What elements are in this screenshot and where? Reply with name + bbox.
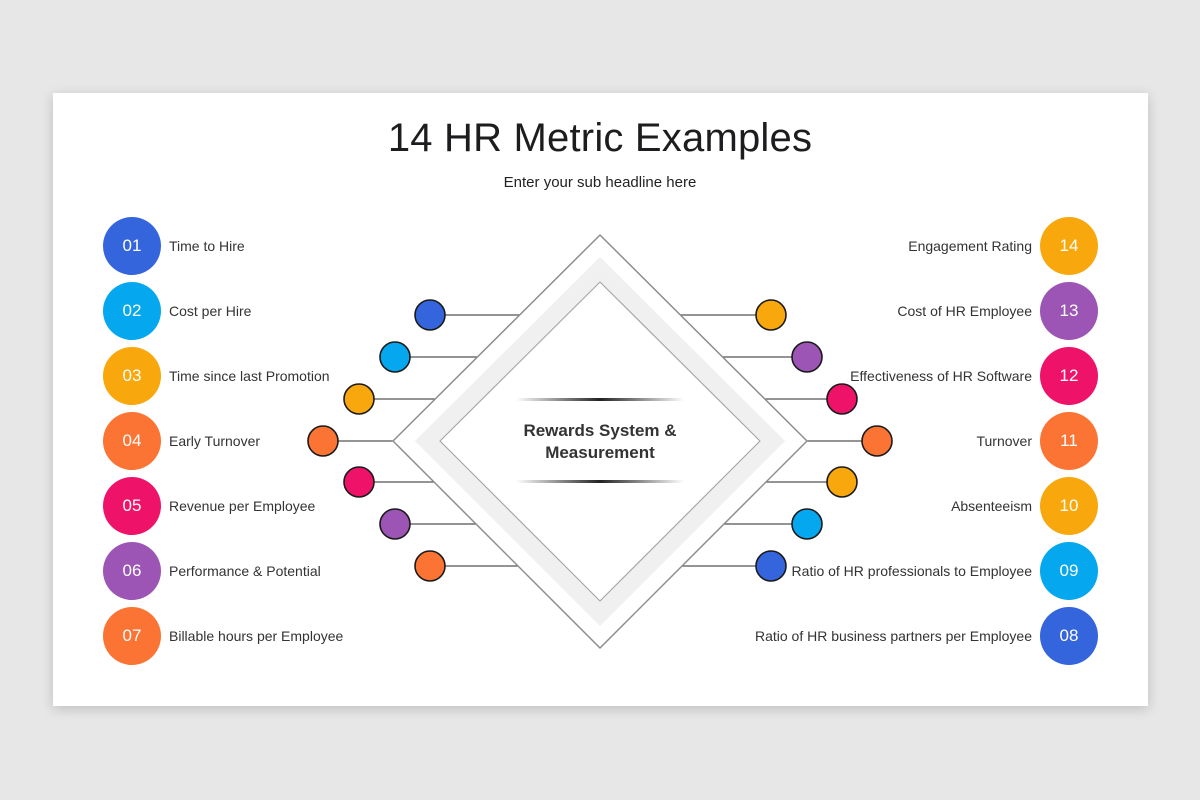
left-connector-dot: [343, 466, 375, 498]
right-connector-dot: [755, 299, 787, 331]
left-metric-number: 05: [103, 477, 161, 535]
right-metric-label: Ratio of HR business partners per Employ…: [754, 628, 1032, 644]
right-metric-label: Turnover: [976, 433, 1032, 449]
left-connector-dot: [414, 550, 446, 582]
left-metric-number: 03: [103, 347, 161, 405]
page-title: 14 HR Metric Examples: [387, 116, 813, 160]
right-metric-label: Cost of HR Employee: [897, 303, 1032, 319]
left-metric-number: 07: [103, 607, 161, 665]
right-connector-dot: [861, 425, 893, 457]
right-connector-dot: [791, 508, 823, 540]
left-metric-label: Billable hours per Employee: [169, 628, 344, 644]
page-subtitle: Enter your sub headline here: [503, 174, 697, 191]
left-connector-dot: [343, 383, 375, 415]
right-metric-number: 12: [1040, 347, 1098, 405]
left-metric-label: Time to Hire: [169, 238, 245, 254]
right-metric-number: 11: [1040, 412, 1098, 470]
right-metric-label: Engagement Rating: [908, 238, 1032, 254]
right-connector-dot: [755, 550, 787, 582]
left-connector-dot: [307, 425, 339, 457]
right-metric-number: 14: [1040, 217, 1098, 275]
left-metric-label: Early Turnover: [169, 433, 261, 449]
left-connector-dot: [414, 299, 446, 331]
right-metric-number: 09: [1040, 542, 1098, 600]
right-metric-number: 10: [1040, 477, 1098, 535]
right-metric-label: Absenteeism: [951, 498, 1032, 514]
left-metric-number: 04: [103, 412, 161, 470]
left-metric-label: Revenue per Employee: [169, 498, 316, 514]
left-connector-dot: [379, 341, 411, 373]
right-connector-dot: [826, 383, 858, 415]
bottom-divider: [516, 480, 684, 483]
right-connector-dot: [791, 341, 823, 373]
left-metric-number: 02: [103, 282, 161, 340]
right-metric-number: 13: [1040, 282, 1098, 340]
left-metric-label: Cost per Hire: [169, 303, 252, 319]
top-divider: [516, 398, 684, 401]
right-metric-label: Ratio of HR professionals to Employee: [791, 563, 1032, 579]
left-metric-label: Time since last Promotion: [169, 368, 330, 384]
right-metric-number: 08: [1040, 607, 1098, 665]
left-metric-number: 06: [103, 542, 161, 600]
center-title: Rewards System & Measurement: [523, 421, 677, 462]
left-metric-label: Performance & Potential: [169, 563, 321, 579]
left-metric-number: 01: [103, 217, 161, 275]
inner-diamond: [439, 281, 761, 602]
left-connector-dot: [379, 508, 411, 540]
right-connector-dot: [826, 466, 858, 498]
right-metric-label: Effectiveness of HR Software: [850, 368, 1032, 384]
